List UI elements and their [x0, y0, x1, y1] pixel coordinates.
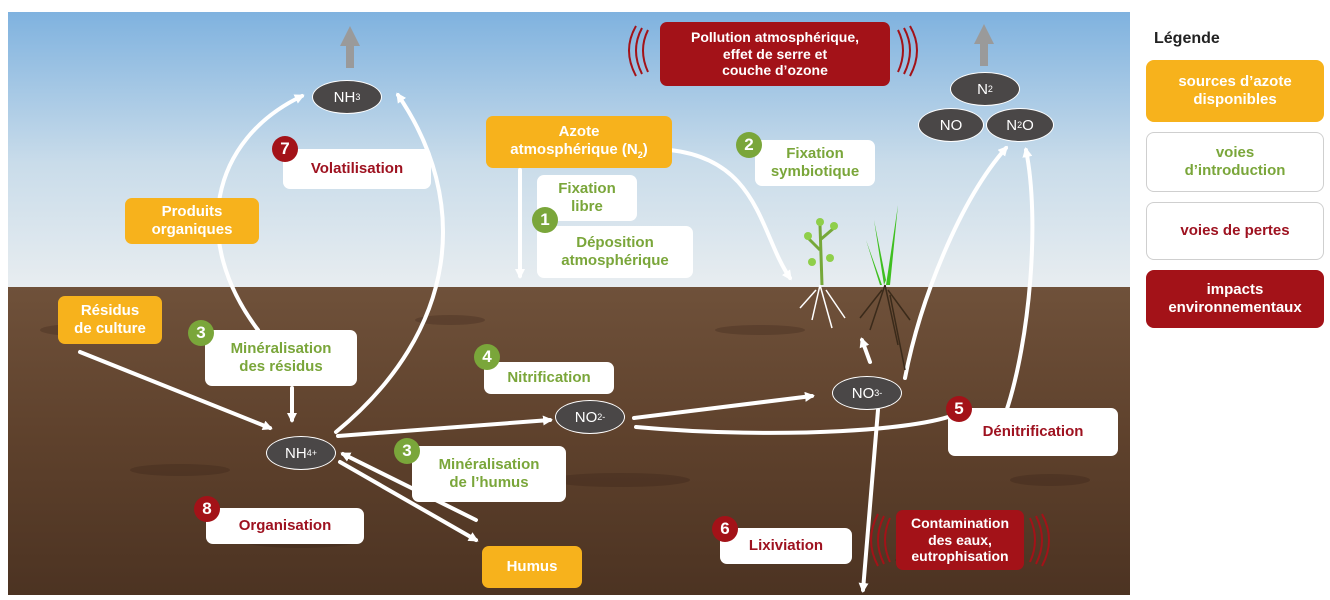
nh4-sub: 4 [306, 448, 312, 458]
n2-text: N [977, 80, 988, 98]
nh4-sup: + [311, 448, 317, 458]
step-number-6: 6 [712, 516, 738, 542]
source-azote-text: Azote atmosphérique (N2) [510, 123, 648, 161]
legend-panel: Légende sources d’azote disponibles voie… [1136, 14, 1330, 348]
n2o-o: O [1022, 116, 1034, 134]
no3-text: NO [851, 384, 875, 402]
impact-pollution-atmospherique: Pollution atmosphérique, effet de serre … [660, 22, 890, 86]
intro-fixation-symbiotique: Fixation symbiotique [755, 140, 875, 186]
legend-item-pertes: voies de pertes [1146, 202, 1324, 260]
n2-sub: 2 [987, 84, 993, 94]
step-number-7: 7 [272, 136, 298, 162]
n2o-sub: 2 [1017, 120, 1023, 130]
intro-fixation-libre: Fixation libre [537, 175, 637, 221]
nh4-text: NH [285, 444, 307, 462]
step-number-2: 2 [736, 132, 762, 158]
source-produits-organiques: Produits organiques [125, 198, 259, 244]
compound-no: NO [918, 108, 984, 142]
loss-lixiviation: Lixiviation [720, 528, 852, 564]
step-number-8: 8 [194, 496, 220, 522]
no2-text: NO [574, 408, 598, 426]
legend-item-introduction: voies d’introduction [1146, 132, 1324, 192]
up-arrows [340, 24, 994, 68]
azote-label: Azote atmosphérique (N [510, 123, 638, 159]
no2-sub: 2 [597, 412, 603, 422]
plant-illustration [799, 205, 911, 371]
intro-mineralisation-humus: Minéralisation de l’humus [412, 446, 566, 502]
impact-waves [628, 25, 1050, 567]
legend-item-sources: sources d’azote disponibles [1146, 60, 1324, 122]
legend-title: Légende [1154, 30, 1220, 47]
nh3-sub: 3 [355, 92, 361, 102]
loss-denitrification: Dénitrification [948, 408, 1118, 456]
step-number-4: 4 [474, 344, 500, 370]
step-number-1: 1 [532, 207, 558, 233]
flow-arrows [78, 92, 1035, 593]
intro-deposition-atmospherique: Déposition atmosphérique [537, 226, 693, 278]
nh3-text: NH [333, 88, 356, 106]
intro-mineralisation-residus: Minéralisation des résidus [205, 330, 357, 386]
azote-label-end: ) [642, 141, 648, 159]
source-azote-atmospherique: Azote atmosphérique (N2) [486, 116, 672, 168]
legend-item-impacts: impacts environnementaux [1146, 270, 1324, 328]
no3-sup: - [879, 388, 883, 398]
loss-volatilisation: Volatilisation [283, 149, 431, 189]
step-number-5: 5 [946, 396, 972, 422]
loss-organisation: Organisation [206, 508, 364, 544]
no3-sub: 3 [874, 388, 880, 398]
source-humus: Humus [482, 546, 582, 588]
no2-sup: - [602, 412, 606, 422]
source-residus-culture: Résidus de culture [58, 296, 162, 344]
azote-subscript: 2 [637, 150, 643, 161]
no-text: NO [939, 116, 963, 134]
impact-contamination-eaux: Contamination des eaux, eutrophisation [896, 510, 1024, 570]
n2o-n: N [1006, 116, 1018, 134]
step-number-3-humus: 3 [394, 438, 420, 464]
intro-nitrification: Nitrification [484, 362, 614, 394]
step-number-3-residus: 3 [188, 320, 214, 346]
